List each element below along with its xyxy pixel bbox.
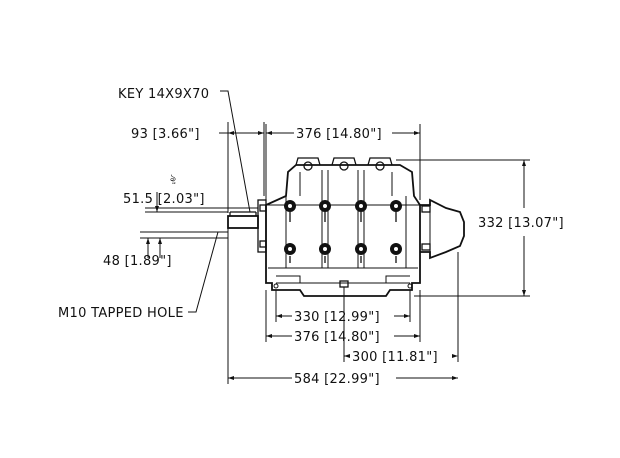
key-label: KEY 14X9X70 bbox=[118, 87, 209, 102]
overall-length-label: 584 [22.99"] bbox=[294, 372, 380, 387]
foot-inner-dimension: 330 [12.99"] bbox=[275, 290, 411, 325]
foot-outer-dimension: 376 [14.80"] bbox=[265, 290, 421, 345]
shaft-height-label: 51.5 [2.03"] bbox=[123, 192, 205, 207]
crankcase-right bbox=[420, 198, 465, 260]
bolt-heads bbox=[284, 161, 402, 263]
pump-body bbox=[265, 157, 421, 297]
shaft-length-label: 93 [3.66"] bbox=[131, 127, 200, 142]
tapped-hole-label: M10 TAPPED HOLE bbox=[58, 306, 184, 321]
bolt-lower-4 bbox=[390, 243, 402, 255]
tapped-hole-callout: M10 TAPPED HOLE bbox=[58, 231, 219, 321]
foot-outer-label: 376 [14.80"] bbox=[294, 330, 380, 345]
overall-length-dimension: 584 [22.99"] bbox=[227, 228, 458, 387]
shaft-height-dimension: 51.5 [2.03"] bbox=[123, 192, 258, 213]
bolt-upper-1 bbox=[284, 200, 296, 212]
right-offset-label: 300 [11.81"] bbox=[352, 350, 438, 365]
bolt-upper-2 bbox=[319, 200, 331, 212]
bolt-upper-4 bbox=[390, 200, 402, 212]
key-callout: KEY 14X9X70 bbox=[118, 87, 251, 213]
bolt-lower-1 bbox=[284, 243, 296, 255]
right-offset-dimension: 300 [11.81"] bbox=[343, 252, 459, 365]
height-label: 332 [13.07"] bbox=[478, 216, 564, 231]
bolt-lower-3 bbox=[355, 243, 367, 255]
shaft-offset-label: 48 [1.89"] bbox=[103, 254, 172, 269]
height-dimension: 332 [13.07"] bbox=[396, 159, 564, 297]
small-mark: ৡ bbox=[170, 173, 176, 184]
top-width-label: 376 [14.80"] bbox=[296, 127, 382, 142]
foot-inner-label: 330 [12.99"] bbox=[294, 310, 380, 325]
bolt-upper-3 bbox=[355, 200, 367, 212]
input-shaft bbox=[227, 199, 267, 253]
bolt-lower-2 bbox=[319, 243, 331, 255]
shaft-length-dimension: 93 [3.66"] bbox=[131, 122, 265, 213]
shaft-offset-dimension: 48 [1.89"] bbox=[103, 231, 228, 269]
top-width-dimension: 376 [14.80"] bbox=[265, 124, 421, 200]
